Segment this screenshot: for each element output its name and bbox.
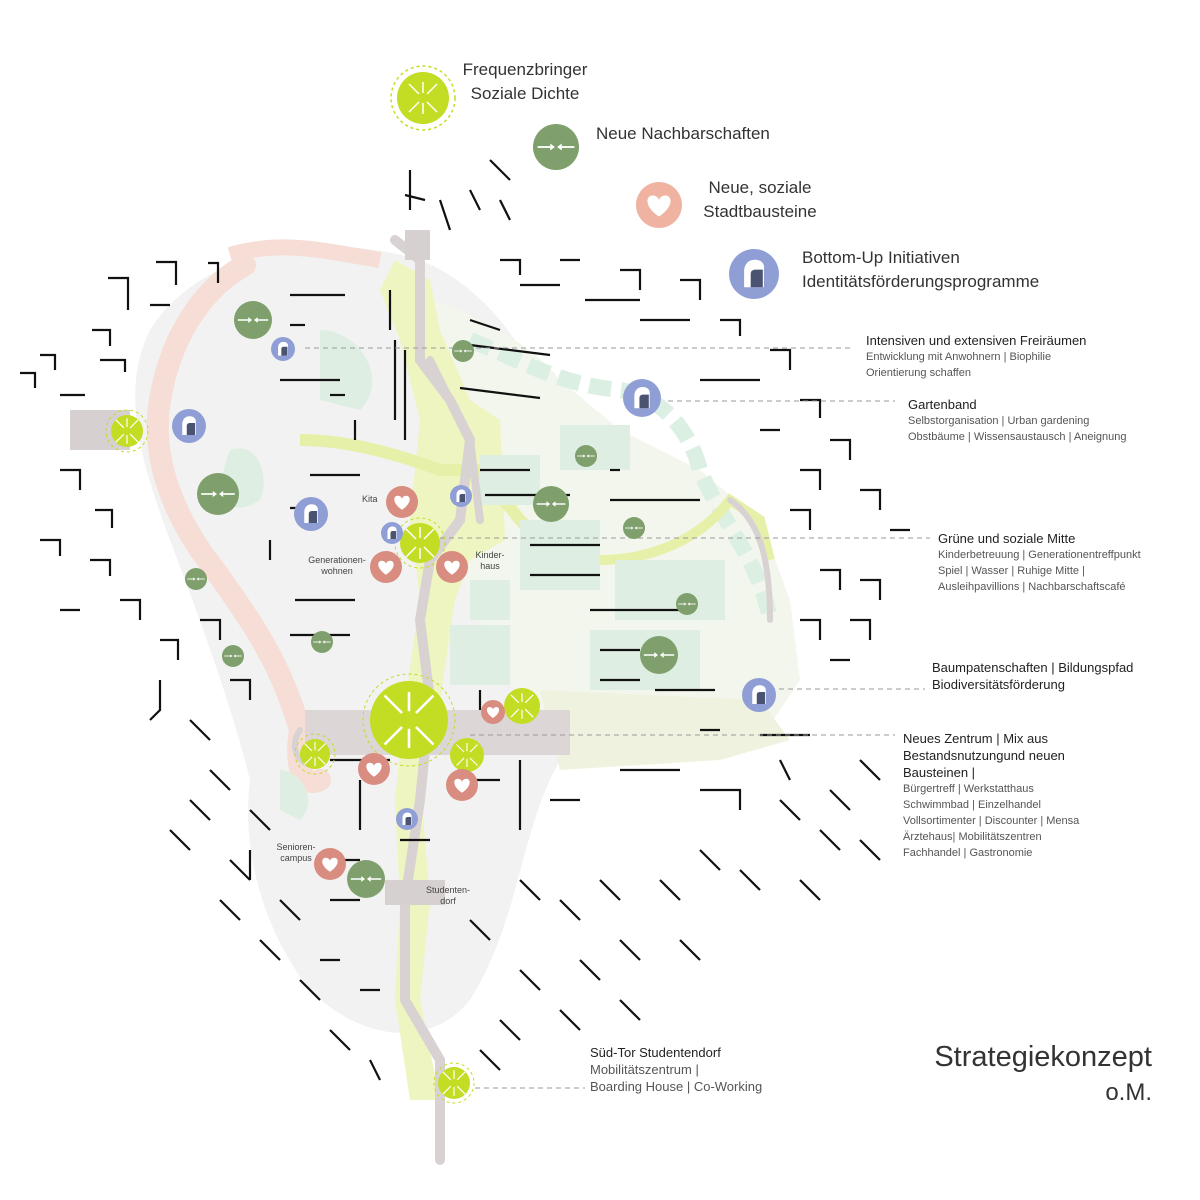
- annotation-line: Vollsortimenter | Discounter | Mensa: [903, 815, 1080, 827]
- place-label-line: Senioren-: [276, 842, 316, 852]
- annotation-line: Ausleihpavillions | Nachbarschaftscafé: [938, 581, 1126, 593]
- place-label-line: campus: [280, 853, 312, 863]
- sozial-markers: [314, 486, 505, 880]
- annotation-line: Selbstorganisation | Urban gardening: [908, 415, 1090, 427]
- place-label-line: Generationen-: [308, 555, 366, 565]
- annotation-line: Fachhandel | Gastronomie: [903, 847, 1033, 859]
- place-label-seniorencampus: Senioren- campus: [268, 842, 324, 864]
- legend-bottomup-line2: Identitätsförderungsprogramme: [802, 272, 1040, 291]
- frequenz-marker-zentrum: [362, 673, 456, 767]
- annotation-line: Kinderbetreuung | Generationentreffpunkt: [938, 549, 1141, 561]
- place-label-line: dorf: [440, 896, 456, 906]
- annotation-title: Süd-Tor Studentendorf: [590, 1045, 721, 1060]
- leader-lines: [305, 347, 930, 1089]
- annotation-line: Mobilitätszentrum |: [590, 1062, 699, 1077]
- annotation-title: Baumpatenschaften | Bildungspfad: [932, 660, 1134, 675]
- mint-blocks: [221, 330, 725, 820]
- annotation-line: Orientierung schaffen: [866, 367, 971, 379]
- map-title-scale: o.M.: [1105, 1079, 1152, 1106]
- frequenz-marker-west: [105, 409, 149, 453]
- legend-nachbarschaft-line1: Neue Nachbarschaften: [596, 124, 770, 143]
- annotation-title: Grüne und soziale Mitte: [938, 531, 1076, 546]
- map-title: Strategiekonzept o.M.: [934, 1038, 1152, 1110]
- annotation-title: Bestandsnutzungund neuen: [903, 748, 1065, 763]
- frequenz-markers: [105, 409, 540, 1104]
- legend-frequenz-icon: [390, 65, 456, 131]
- place-label-line: wohnen: [321, 566, 353, 576]
- map-title-line1: Strategiekonzept: [934, 1041, 1152, 1073]
- legend-nachbarschaft-icon: [533, 124, 579, 170]
- annotation-freiraeume: Intensiven und extensiven Freiräumen Ent…: [866, 332, 1086, 381]
- annotation-line: Entwicklung mit Anwohnern | Biophilie: [866, 351, 1052, 363]
- legend-frequenz-line2: Soziale Dichte: [470, 84, 580, 103]
- legend-nachbarschaft-label: Neue Nachbarschaften: [596, 122, 770, 146]
- place-label-line: Studenten-: [425, 885, 471, 895]
- annotation-suedtor: Süd-Tor Studentendorf Mobilitätszentrum …: [590, 1044, 762, 1095]
- place-label-kinderhaus: Kinder- haus: [470, 550, 510, 572]
- frequenz-marker-east: [504, 688, 540, 724]
- place-label-kita: Kita: [362, 494, 378, 504]
- garden-band: [467, 332, 778, 622]
- annotation-title: Gartenband: [908, 397, 977, 412]
- place-label-generationenwohnen: Generationen- wohnen: [304, 555, 370, 577]
- legend-bottomup-icon: [729, 249, 779, 299]
- legend-frequenz-line1: Frequenzbringer: [462, 60, 588, 79]
- frequenz-marker-sw: [294, 733, 336, 775]
- annotation-title: Biodiversitätsförderung: [932, 677, 1065, 692]
- legend-sozial-line2: Stadtbausteine: [703, 202, 817, 221]
- bottomup-markers: [172, 337, 776, 830]
- building-outlines: [20, 159, 910, 1081]
- annotation-mitte: Grüne und soziale Mitte Kinderbetreuung …: [938, 530, 1141, 595]
- legend-frequenz-label: Frequenzbringer Soziale Dichte: [440, 58, 610, 106]
- legend-bottomup-label: Bottom-Up Initiativen Identitätsförderun…: [802, 246, 1039, 294]
- place-label-line: haus: [480, 561, 500, 571]
- nachbarschaft-markers: [185, 301, 698, 898]
- annotation-title: Intensiven und extensiven Freiräumen: [866, 333, 1087, 348]
- legend-symbols: [390, 65, 779, 299]
- annotation-line: Ärztehaus| Mobilitätszentren: [903, 831, 1042, 843]
- place-label-line: Kinder-: [475, 550, 505, 560]
- annotation-line: Boarding House | Co-Working: [590, 1079, 763, 1094]
- legend-bottomup-line1: Bottom-Up Initiativen: [802, 248, 960, 267]
- legend-sozial-label: Neue, soziale Stadtbausteine: [690, 176, 830, 224]
- annotation-title: Neues Zentrum | Mix aus: [903, 731, 1048, 746]
- annotation-title: Bausteinen |: [903, 765, 976, 780]
- annotation-baumpaten: Baumpatenschaften | Bildungspfad Biodive…: [932, 659, 1133, 693]
- legend-sozial-icon: [636, 182, 682, 228]
- annotation-line: Spiel | Wasser | Ruhige Mitte |: [938, 565, 1085, 577]
- place-label-studentendorf: Studenten- dorf: [420, 885, 476, 907]
- annotation-gartenband: Gartenband Selbstorganisation | Urban ga…: [908, 396, 1127, 445]
- annotation-line: Bürgertreff | Werkstatthaus: [903, 783, 1034, 795]
- annotation-line: Schwimmbad | Einzelhandel: [903, 799, 1041, 811]
- annotation-zentrum: Neues Zentrum | Mix aus Bestandsnutzungu…: [903, 730, 1079, 861]
- annotation-line: Obstbäume | Wissensaustausch | Aneignung: [908, 431, 1127, 443]
- legend-sozial-line1: Neue, soziale: [708, 178, 812, 197]
- frequenz-marker-suedtor: [433, 1062, 475, 1104]
- frequenz-marker-south: [450, 738, 484, 772]
